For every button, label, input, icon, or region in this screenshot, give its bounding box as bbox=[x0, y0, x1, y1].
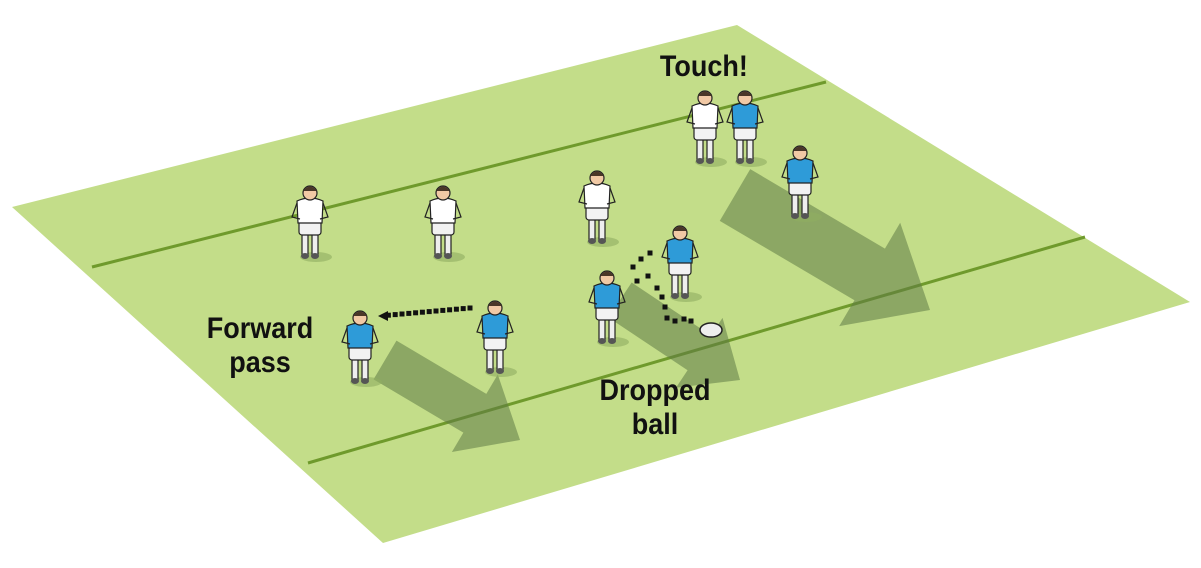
forward-pass-arrowhead bbox=[378, 311, 388, 321]
forward-pass-label-line1: Forward bbox=[206, 312, 314, 345]
forward-pass-dot bbox=[406, 310, 412, 316]
forward-pass-dot bbox=[460, 306, 466, 312]
attacking-player bbox=[661, 225, 702, 302]
forward-pass-dot bbox=[453, 306, 459, 312]
attacking-player bbox=[341, 310, 382, 387]
dropped-ball-label: Dropped ball bbox=[588, 374, 723, 442]
dropped-ball-label-line1: Dropped bbox=[599, 374, 711, 407]
forward-pass-dot bbox=[467, 305, 473, 311]
dropped-ball bbox=[699, 322, 723, 338]
touch-label: Touch! bbox=[659, 50, 748, 83]
forward-pass-label: Forward pass bbox=[206, 312, 314, 380]
dropped-pass-dot bbox=[664, 315, 670, 321]
forward-pass-dot bbox=[385, 312, 391, 318]
forward-pass-dot bbox=[419, 309, 425, 315]
dropped-pass-dot bbox=[654, 285, 660, 291]
dropped-pass-dot bbox=[672, 318, 678, 324]
dropped-pass-dot bbox=[659, 294, 665, 300]
dropped-pass-dot bbox=[634, 278, 640, 284]
run-direction-arrow bbox=[608, 282, 740, 388]
dropped-pass-dot bbox=[662, 304, 668, 310]
dropped-pass-dot bbox=[647, 250, 653, 256]
defending-player bbox=[291, 185, 332, 262]
defending-player bbox=[686, 90, 727, 167]
forward-pass-dot bbox=[440, 307, 446, 313]
forward-pass-dot bbox=[399, 311, 405, 317]
run-direction-arrow bbox=[373, 340, 520, 452]
attacking-player bbox=[476, 300, 517, 377]
forward-pass-dot bbox=[392, 312, 398, 318]
forward-pass-dot bbox=[447, 307, 453, 313]
defending-player bbox=[424, 185, 465, 262]
forward-pass-dot bbox=[433, 308, 439, 314]
attacking-player bbox=[726, 90, 767, 167]
dropped-pass-dot bbox=[688, 318, 694, 324]
dropped-pass-dot bbox=[681, 316, 687, 322]
attacking-player bbox=[781, 145, 822, 222]
forward-pass-label-line2: pass bbox=[229, 346, 291, 379]
attacking-player bbox=[588, 270, 629, 347]
run-direction-arrow bbox=[719, 169, 930, 327]
defending-player bbox=[578, 170, 619, 247]
dropped-ball-label-line2: ball bbox=[631, 408, 679, 441]
forward-pass-dot bbox=[413, 310, 419, 316]
dropped-pass-dot bbox=[638, 256, 644, 262]
dropped-pass-dot bbox=[630, 264, 636, 270]
forward-pass-dot bbox=[426, 309, 432, 315]
dropped-pass-dot bbox=[645, 273, 651, 279]
